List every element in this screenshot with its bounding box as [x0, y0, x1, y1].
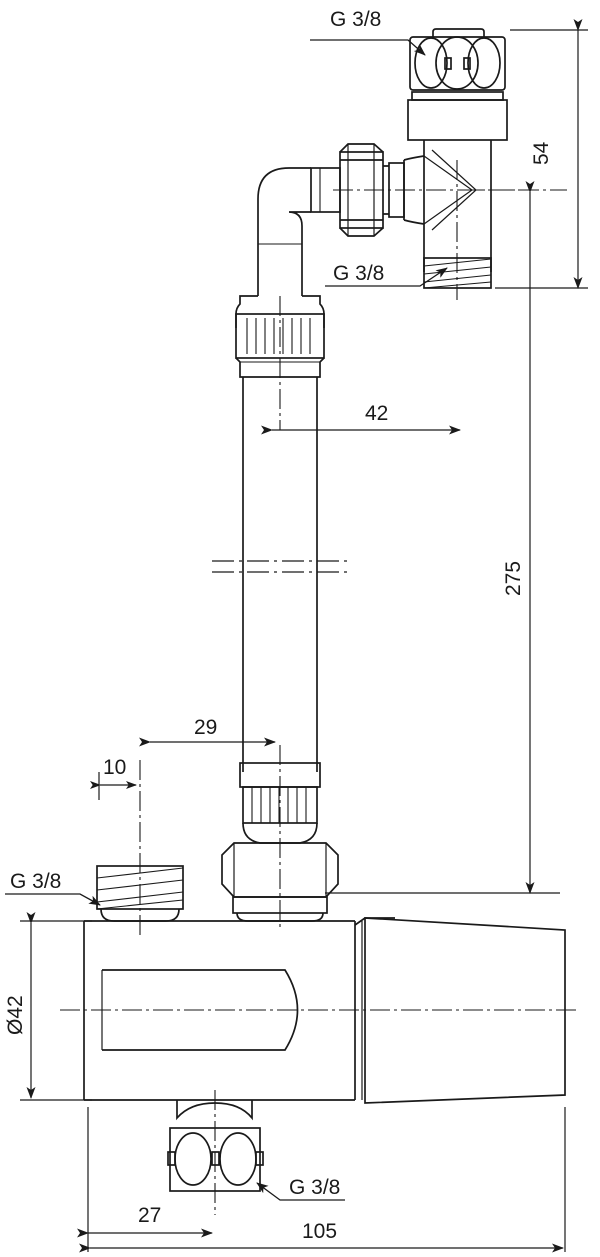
label-thread-mid: G 3/8: [333, 262, 384, 285]
riser-pipe: [242, 377, 318, 772]
label-thread-left: G 3/8: [10, 870, 61, 893]
dim-54: 54: [530, 141, 553, 165]
pipe-break-marks: [212, 560, 348, 573]
leader-lines: [5, 39, 448, 1201]
dim-275: 275: [502, 561, 525, 596]
dim-diameter-42: Ø42: [4, 995, 27, 1035]
cylinder-body: [83, 917, 566, 1104]
label-thread-top: G 3/8: [330, 8, 381, 31]
dim-10: 10: [103, 756, 126, 779]
valve-bonnet: [407, 91, 508, 141]
centerlines: [60, 160, 580, 1215]
valve-body: [403, 140, 492, 289]
valve-handle-cap: [409, 28, 506, 91]
dim-29: 29: [194, 716, 217, 739]
dim-27: 27: [138, 1204, 161, 1227]
upper-knurled-collar: [235, 295, 325, 378]
elbow-pipe: [257, 167, 311, 296]
dim-105: 105: [302, 1220, 337, 1243]
dimension-lines: [20, 19, 588, 1253]
label-thread-bottom: G 3/8: [289, 1176, 340, 1199]
dim-42: 42: [365, 402, 388, 425]
